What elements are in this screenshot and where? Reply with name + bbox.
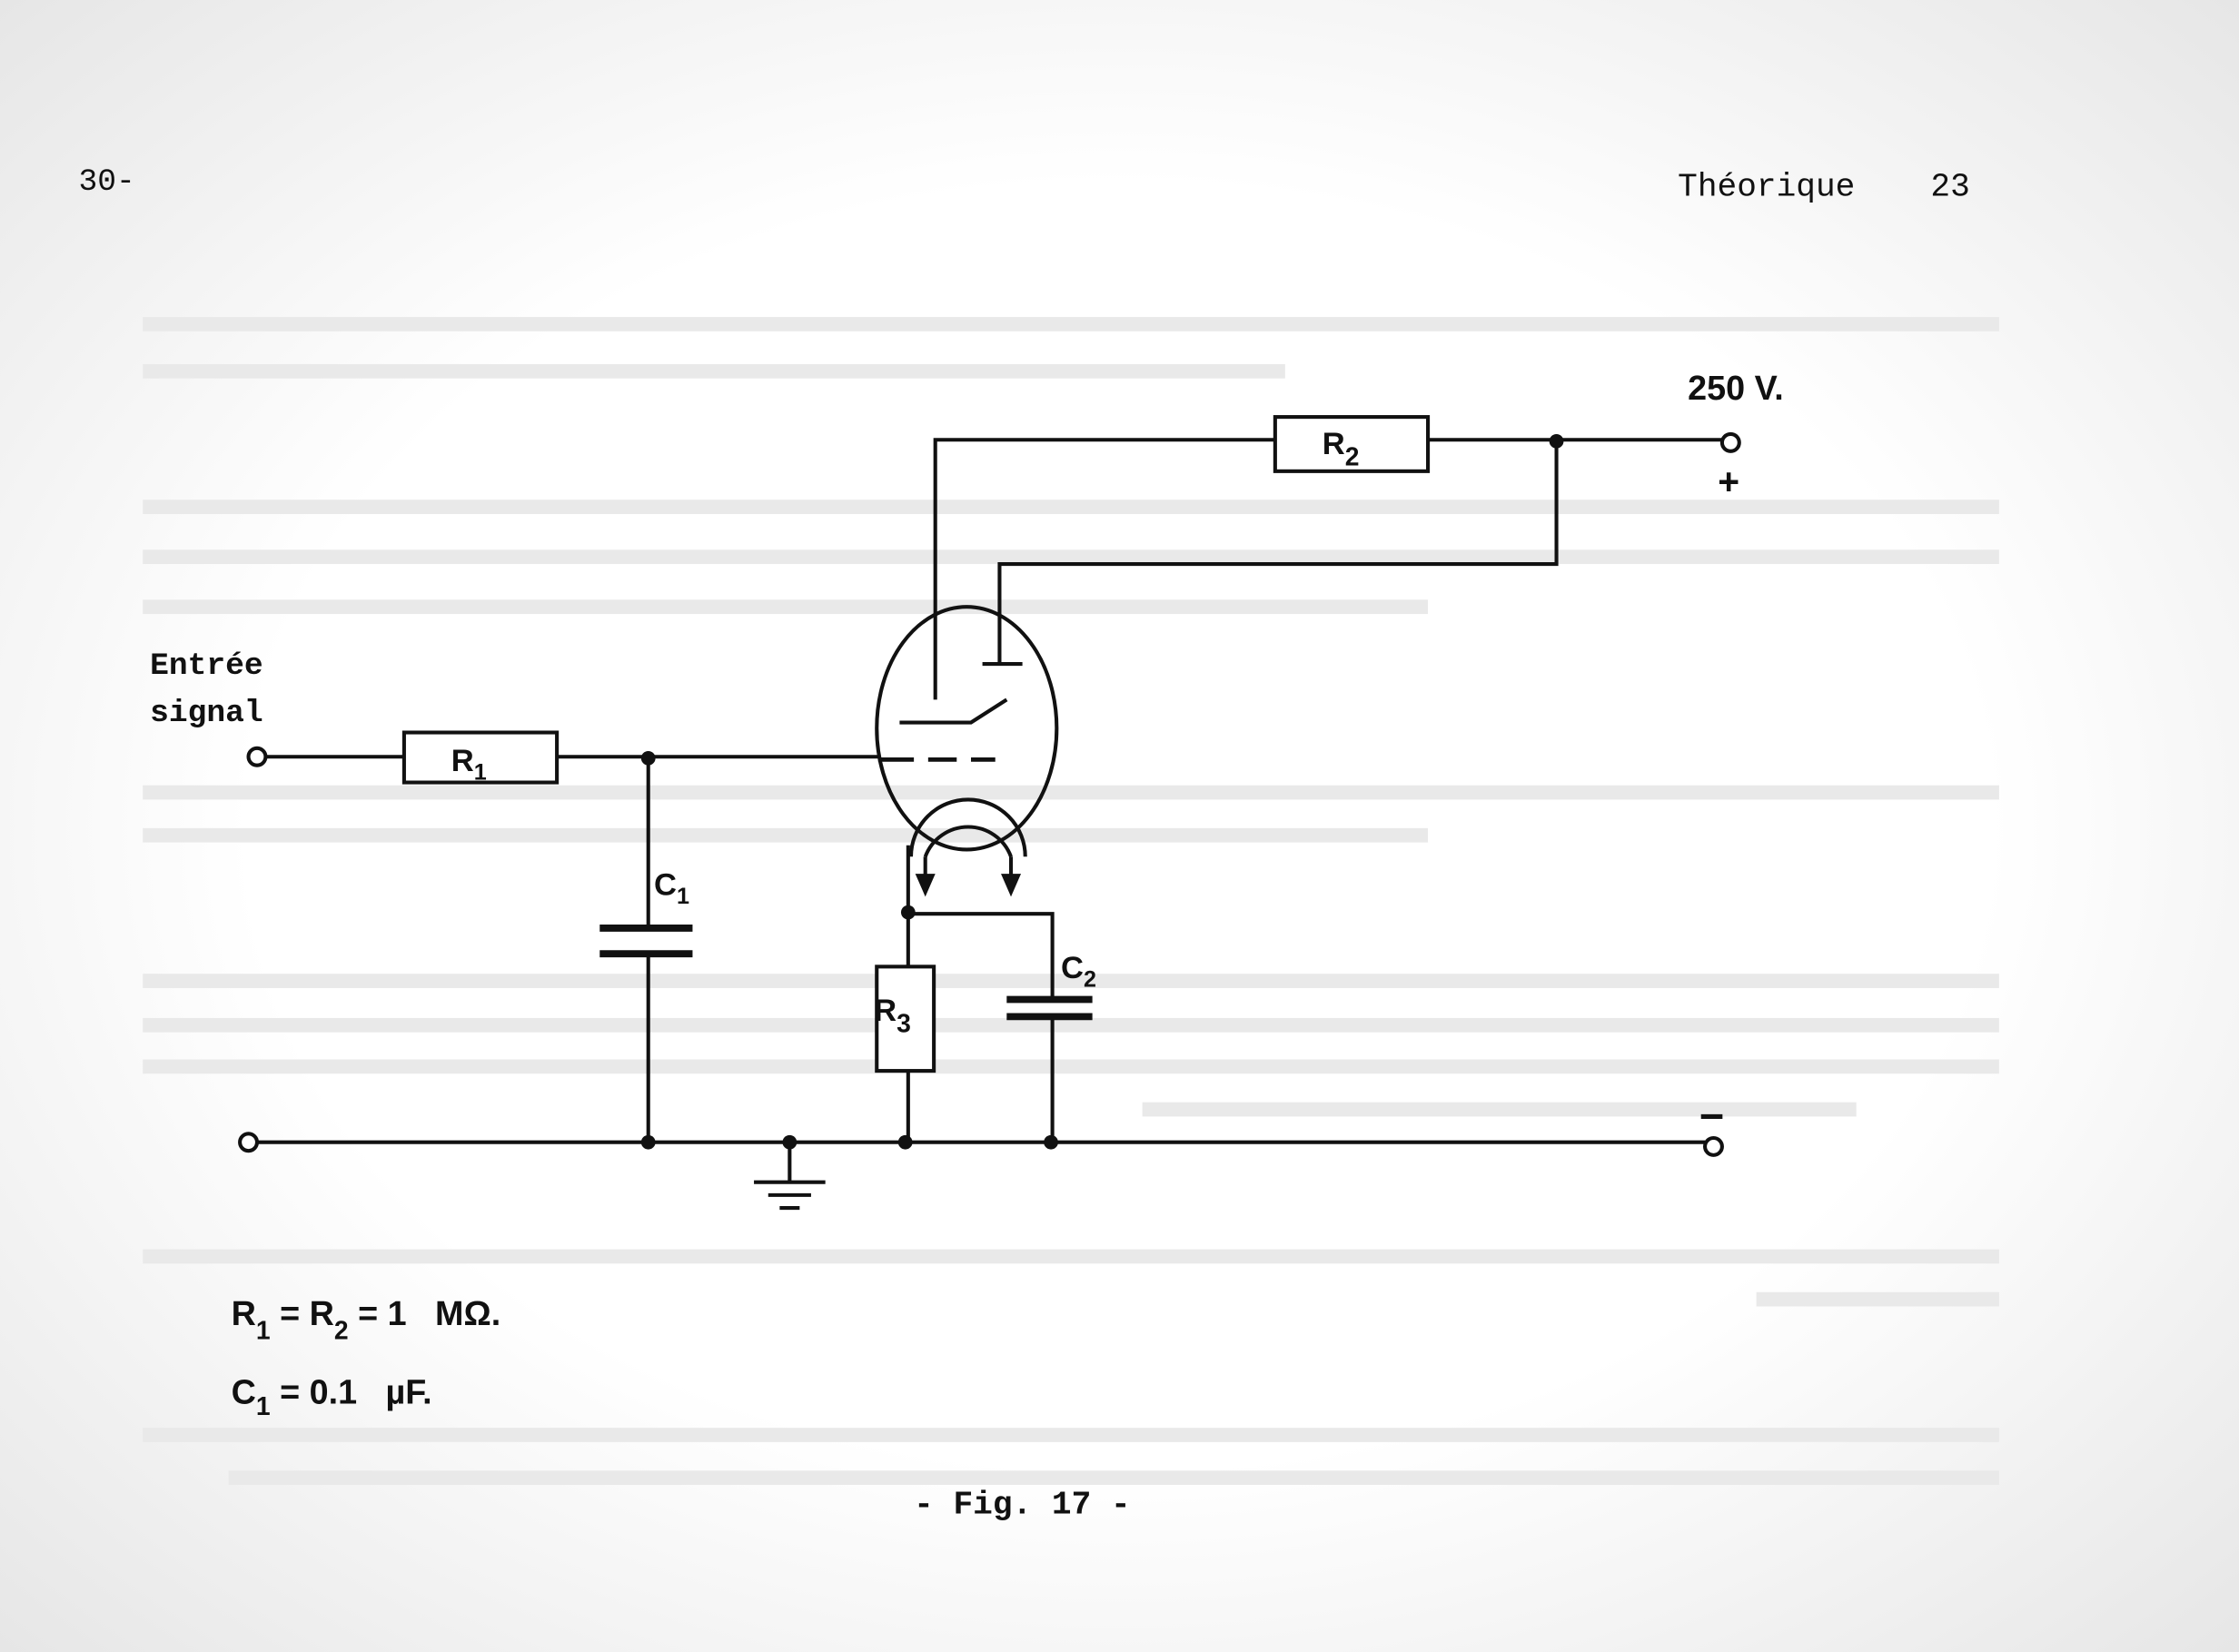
negative-supply-terminal <box>1703 1135 1724 1157</box>
capacitor-values: C1 = 0.1 µF. <box>232 1372 432 1420</box>
page-number: 23 <box>1930 168 1969 205</box>
input-terminal <box>246 746 268 767</box>
supply-voltage-label: 250 V. <box>1688 369 1784 407</box>
svg-text:C1: C1 <box>654 868 689 909</box>
input-label-line2: signal <box>150 696 263 731</box>
resistor-r1: R1 <box>401 730 560 785</box>
resistor-r3: R3 <box>874 964 936 1073</box>
input-ground-terminal <box>238 1132 260 1153</box>
page-reference: 30- <box>78 164 134 200</box>
svg-text:R1: R1 <box>451 744 487 785</box>
bleed-through-text <box>143 317 1999 1486</box>
svg-text:R2: R2 <box>1323 427 1360 471</box>
junction-dots <box>640 433 1564 1150</box>
vacuum-tube <box>875 605 1059 897</box>
input-label-line1: Entrée <box>150 648 263 684</box>
capacitor-c2: C2 <box>1006 951 1096 1021</box>
section-title: Théorique <box>1678 168 1855 205</box>
svg-text:C2: C2 <box>1061 951 1096 992</box>
capacitor-c1: C1 <box>599 868 693 958</box>
figure-caption: - Fig. 17 - <box>914 1486 1131 1523</box>
resistor-r2: R2 <box>1273 415 1431 473</box>
ground-symbol <box>754 1142 826 1211</box>
positive-supply-terminal <box>1719 431 1741 453</box>
wires <box>256 438 1722 1144</box>
minus-sign: − <box>1699 1092 1725 1140</box>
svg-text:R3: R3 <box>874 994 911 1038</box>
resistor-values: R1 = R2 = 1 MΩ. <box>232 1294 501 1345</box>
plus-sign: + <box>1718 460 1739 502</box>
